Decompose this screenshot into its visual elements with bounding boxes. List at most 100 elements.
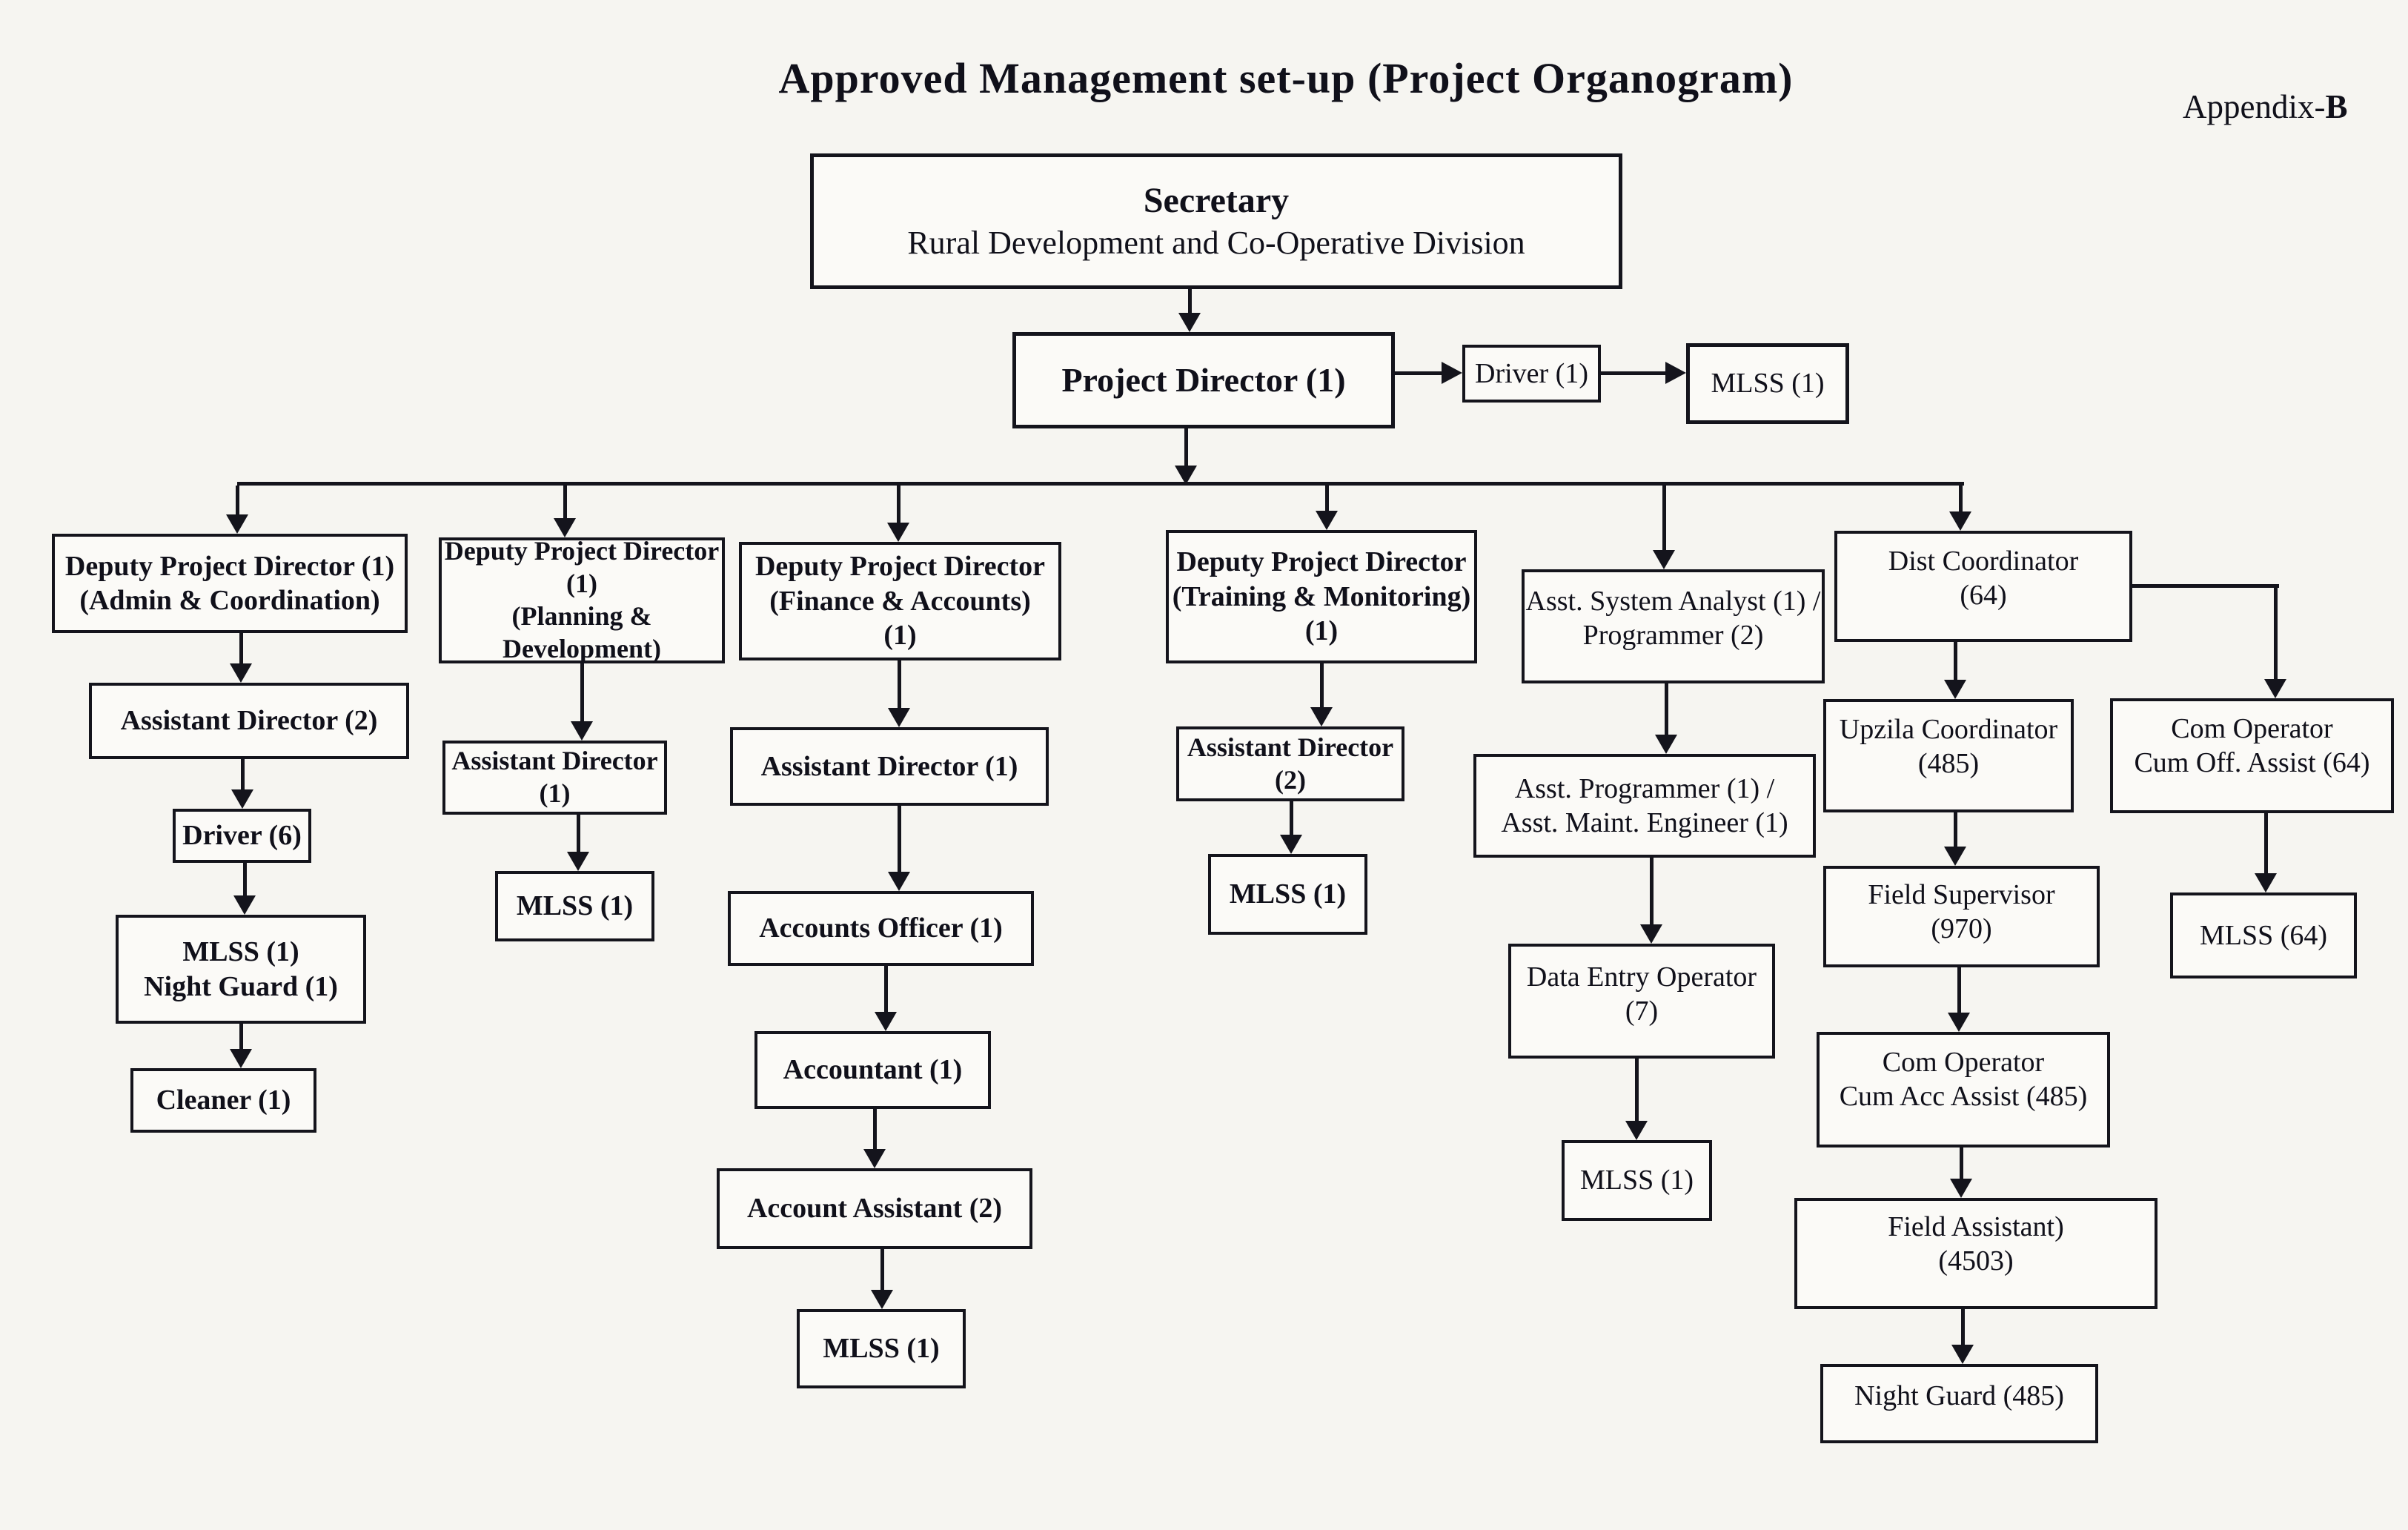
connector-branch-finance	[897, 486, 900, 523]
arrowhead-down-icon	[1178, 313, 1201, 332]
connector-planning-1	[580, 663, 584, 721]
node-label: Assistant Director	[1187, 732, 1394, 762]
arrowhead-down-icon	[1950, 1179, 1972, 1198]
node-label: Accounts Officer (1)	[759, 913, 1003, 944]
node-label: Dist Coordinator	[1888, 546, 2079, 577]
node-label: MLSS (1)	[516, 890, 634, 922]
connector-district-2	[1954, 812, 1957, 847]
node-label: (64)	[1960, 580, 2007, 612]
node-label: Field Assistant)	[1888, 1211, 2064, 1242]
node-mlss-night-guard-admin: MLSS (1) Night Guard (1)	[116, 915, 366, 1024]
node-label: MLSS (1)	[1229, 878, 1347, 910]
node-label: Project Director (1)	[1061, 360, 1346, 399]
node-label: (Training & Monitoring)	[1172, 580, 1471, 612]
node-label: MLSS (1)	[1579, 1165, 1694, 1196]
connector-branch-analyst	[1662, 486, 1666, 550]
node-label: Secretary	[1143, 181, 1290, 221]
node-label: Driver (6)	[182, 820, 302, 852]
connector-branch-admin	[236, 486, 239, 514]
connector-dist-comop-horizontal	[2132, 584, 2279, 588]
connector-finance-2	[898, 806, 901, 872]
connector-comop-mlss64	[2264, 813, 2268, 873]
node-secretary: Secretary Rural Development and Co-Opera…	[810, 153, 1622, 289]
connector-dist-comop-vertical	[2274, 584, 2278, 679]
connector-pd-distribution	[1184, 428, 1188, 466]
node-label: Assistant Director (2)	[120, 705, 378, 737]
arrowhead-down-icon	[226, 514, 248, 534]
arrowhead-down-icon	[888, 872, 910, 891]
node-label: Upzila Coordinator	[1839, 714, 2058, 745]
connector-admin-2	[241, 759, 245, 789]
node-accountant: Accountant (1)	[754, 1031, 991, 1109]
node-dpd-finance: Deputy Project Director (Finance & Accou…	[739, 542, 1061, 660]
node-label: (485)	[1917, 748, 1980, 780]
connector-secretary-pd	[1188, 289, 1192, 314]
node-driver-pd: Driver (1)	[1462, 345, 1601, 403]
node-accounts-officer: Accounts Officer (1)	[728, 891, 1034, 966]
arrowhead-down-icon	[875, 1012, 897, 1031]
page-title: Approved Management set-up (Project Orga…	[778, 54, 1794, 102]
node-assistant-director-training: Assistant Director (2)	[1176, 726, 1404, 801]
node-label: (Admin & Coordination)	[79, 585, 380, 616]
node-mlss-64: MLSS (64)	[2170, 892, 2357, 978]
node-dpd-planning: Deputy Project Director (1) (Planning & …	[439, 536, 725, 663]
arrowhead-down-icon	[1949, 511, 1971, 531]
arrowhead-down-icon	[863, 1149, 886, 1168]
node-label: (1)	[566, 569, 597, 599]
arrowhead-down-icon	[1625, 1121, 1648, 1140]
node-mlss-finance: MLSS (1)	[797, 1309, 966, 1388]
connector-finance-5	[880, 1249, 884, 1290]
arrowhead-down-icon	[1948, 1013, 1970, 1032]
arrowhead-down-icon	[567, 852, 589, 871]
arrowhead-right-icon	[1665, 362, 1686, 384]
connector-admin-3	[243, 863, 247, 895]
arrowhead-down-icon	[554, 518, 576, 537]
node-label: (7)	[1625, 996, 1659, 1027]
arrowhead-down-icon	[2255, 873, 2277, 892]
arrowhead-down-icon	[1944, 847, 1966, 866]
node-dpd-training: Deputy Project Director (Training & Moni…	[1166, 530, 1477, 663]
node-label: Data Entry Operator	[1526, 961, 1757, 993]
connector-finance-3	[884, 966, 888, 1012]
connector-district-5	[1961, 1309, 1965, 1345]
arrowhead-right-icon	[1442, 362, 1462, 384]
connector-admin-4	[239, 1024, 243, 1049]
node-label: MLSS (1)	[1711, 368, 1825, 400]
connector-pd-driver	[1395, 371, 1442, 375]
node-cleaner: Cleaner (1)	[130, 1068, 316, 1133]
appendix-prefix: Appendix-	[2183, 88, 2326, 125]
node-driver-6: Driver (6)	[173, 809, 311, 863]
node-asst-system-analyst: Asst. System Analyst (1) / Programmer (2…	[1522, 569, 1825, 683]
node-mlss-analyst: MLSS (1)	[1562, 1140, 1712, 1221]
arrowhead-down-icon	[1653, 550, 1675, 569]
node-label: Field Supervisor	[1868, 879, 2055, 910]
node-label: Deputy Project Director	[1176, 546, 1467, 578]
connector-analyst-1	[1665, 683, 1668, 735]
node-label: (Planning & Development)	[503, 601, 661, 663]
node-label: Rural Development and Co-Operative Divis…	[907, 224, 1525, 261]
node-label: Account Assistant (2)	[746, 1193, 1003, 1225]
node-label: Deputy Project Director	[754, 551, 1046, 583]
node-label: Driver (1)	[1475, 357, 1588, 389]
node-label: (Finance & Accounts)	[769, 585, 1031, 617]
appendix-label: Appendix-B	[2183, 87, 2390, 126]
node-field-supervisor: Field Supervisor (970)	[1823, 866, 2100, 967]
node-label: Assistant Director (1)	[760, 750, 1018, 782]
connector-district-4	[1960, 1148, 1963, 1179]
node-label: Asst. System Analyst (1) /	[1525, 586, 1821, 617]
node-label: Asst. Maint. Engineer (1)	[1501, 807, 1788, 838]
node-label: Cum Off. Assist (64)	[2134, 747, 2370, 779]
node-label: (2)	[1275, 764, 1306, 795]
arrowhead-down-icon	[571, 721, 593, 741]
arrowhead-down-icon	[888, 708, 910, 727]
node-label: Com Operator	[1882, 1047, 2045, 1078]
node-assistant-director-admin: Assistant Director (2)	[89, 683, 409, 759]
connector-branch-district	[1959, 486, 1963, 511]
node-project-director: Project Director (1)	[1012, 332, 1395, 428]
connector-analyst-2	[1650, 858, 1654, 924]
node-label: Programmer (2)	[1582, 620, 1764, 652]
connector-training-2	[1290, 801, 1293, 835]
node-label: (1)	[539, 778, 571, 808]
arrowhead-down-icon	[230, 663, 252, 683]
connector-branch-planning	[563, 486, 567, 518]
